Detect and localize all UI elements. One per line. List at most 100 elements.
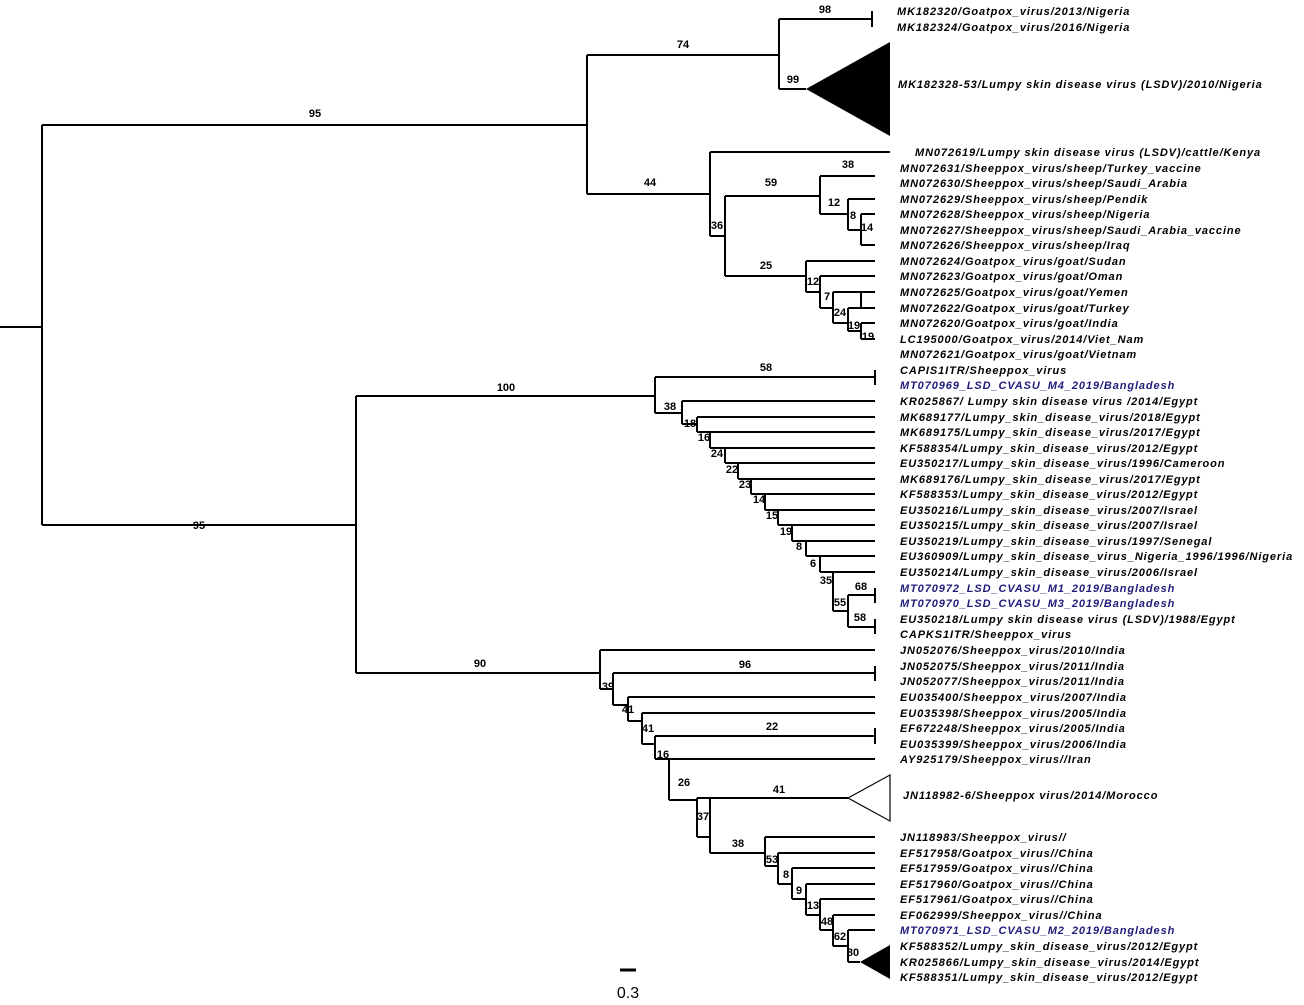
- leaf-label: MN072622/Goatpox_virus/goat/Turkey: [900, 303, 1130, 315]
- leaf-label: KF588351/Lumpy_skin_disease_virus/2012/E…: [900, 972, 1199, 984]
- leaf-label: MK182328-53/Lumpy skin disease virus (LS…: [898, 79, 1263, 91]
- bootstrap-support-value: 55: [834, 597, 846, 609]
- bootstrap-support-value: 80: [847, 947, 859, 959]
- leaf-label: MN072631/Sheeppox_virus/sheep/Turkey_vac…: [900, 163, 1202, 175]
- leaf-label: JN118982-6/Sheeppox virus/2014/Morocco: [903, 790, 1158, 802]
- leaf-label: MN072626/Sheeppox_virus/sheep/Iraq: [900, 240, 1131, 252]
- leaf-label: CAPIS1ITR/Sheeppox_virus: [900, 365, 1067, 377]
- leaf-label: EF517961/Goatpox_virus//China: [900, 894, 1094, 906]
- bootstrap-support-value: 100: [497, 382, 515, 394]
- leaf-label: EU035399/Sheeppox_virus/2006/India: [900, 739, 1127, 751]
- bootstrap-support-value: 99: [787, 74, 799, 86]
- collapsed-clade-lsdv-nigeria: [806, 42, 890, 136]
- bootstrap-support-value: 8: [783, 869, 789, 881]
- bootstrap-support-value: 38: [732, 838, 744, 850]
- bootstrap-support-value: 25: [760, 260, 772, 272]
- bootstrap-support-value: 41: [642, 723, 654, 735]
- leaf-labels: MK182320/Goatpox_virus/2013/NigeriaMK182…: [897, 6, 1293, 984]
- bootstrap-support-value: 95: [193, 520, 205, 532]
- bootstrap-support-value: 19: [780, 526, 792, 538]
- bootstrap-support-value: 26: [678, 777, 690, 789]
- bootstrap-support-value: 35: [820, 575, 832, 587]
- leaf-label-highlighted: MT070971_LSD_CVASU_M2_2019/Bangladesh: [900, 925, 1175, 937]
- leaf-label: MN072627/Sheeppox_virus/sheep/Saudi_Arab…: [900, 225, 1242, 237]
- leaf-label: EU360909/Lumpy_skin_disease_virus_Nigeri…: [900, 551, 1293, 563]
- leaf-label: MN072620/Goatpox_virus/goat/India: [900, 318, 1119, 330]
- leaf-label-highlighted: MT070970_LSD_CVASU_M3_2019/Bangladesh: [900, 598, 1175, 610]
- leaf-label: KR025867/ Lumpy skin disease virus /2014…: [900, 396, 1199, 408]
- leaf-label: EF062999/Sheeppox_virus//China: [900, 910, 1102, 922]
- bootstrap-support-value: 44: [644, 177, 657, 189]
- bootstrap-support-value: 37: [697, 811, 709, 823]
- leaf-label: AY925179/Sheeppox_virus//Iran: [899, 754, 1092, 766]
- bootstrap-support-value: 96: [739, 659, 751, 671]
- leaf-label: CAPKS1ITR/Sheeppox_virus: [900, 629, 1072, 641]
- support-values: 9874999544385912814362512724191958100381…: [193, 4, 874, 959]
- leaf-label: MN072624/Goatpox_virus/goat/Sudan: [900, 256, 1127, 268]
- bootstrap-support-value: 39: [602, 681, 614, 693]
- leaf-label: EF517958/Goatpox_virus//China: [900, 848, 1094, 860]
- bootstrap-support-value: 16: [657, 749, 669, 761]
- scale-bar-label: 0.3: [617, 985, 639, 1002]
- leaf-label: KF588354/Lumpy_skin_disease_virus/2012/E…: [900, 443, 1199, 455]
- leaf-label: MK689177/Lumpy_skin_disease_virus/2018/E…: [900, 412, 1201, 424]
- leaf-label: MK689175/Lumpy_skin_disease_virus/2017/E…: [900, 427, 1201, 439]
- collapsed-clades: [806, 42, 891, 979]
- bootstrap-support-value: 19: [862, 331, 874, 343]
- bootstrap-support-value: 41: [622, 704, 634, 716]
- leaf-label: JN052075/Sheeppox_virus/2011/India: [900, 661, 1125, 673]
- bootstrap-support-value: 62: [834, 931, 846, 943]
- bootstrap-support-value: 38: [842, 159, 854, 171]
- bootstrap-support-value: 90: [474, 658, 486, 670]
- leaf-label: MN072629/Sheeppox_virus/sheep/Pendik: [900, 194, 1148, 206]
- leaf-label: MN072625/Goatpox_virus/goat/Yemen: [900, 287, 1129, 299]
- bootstrap-support-value: 18: [684, 418, 696, 430]
- leaf-label: EF517960/Goatpox_virus//China: [900, 879, 1094, 891]
- bootstrap-support-value: 23: [739, 479, 751, 491]
- leaf-label: EU035398/Sheeppox_virus/2005/India: [900, 708, 1127, 720]
- bootstrap-support-value: 9: [796, 885, 802, 897]
- collapsed-clade-egypt: [860, 945, 890, 979]
- bootstrap-support-value: 16: [698, 432, 710, 444]
- leaf-label: MN072630/Sheeppox_virus/sheep/Saudi_Arab…: [900, 178, 1188, 190]
- bootstrap-support-value: 22: [726, 464, 738, 476]
- bootstrap-support-value: 53: [766, 854, 778, 866]
- leaf-label: EU035400/Sheeppox_virus/2007/India: [900, 692, 1127, 704]
- bootstrap-support-value: 74: [677, 39, 690, 51]
- leaf-label-highlighted: MT070969_LSD_CVASU_M4_2019/Bangladesh: [900, 380, 1175, 392]
- leaf-label: EF517959/Goatpox_virus//China: [900, 863, 1094, 875]
- bootstrap-support-value: 95: [309, 108, 321, 120]
- bootstrap-support-value: 14: [753, 494, 766, 506]
- leaf-label: LC195000/Goatpox_virus/2014/Viet_Nam: [900, 334, 1144, 346]
- bootstrap-support-value: 8: [850, 210, 856, 222]
- leaf-label: MK182324/Goatpox_virus/2016/Nigeria: [897, 22, 1130, 34]
- leaf-label: KR025866/Lumpy_skin_disease_virus/2014/E…: [900, 957, 1200, 969]
- bootstrap-support-value: 24: [711, 448, 724, 460]
- leaf-label: MN072623/Goatpox_virus/goat/Oman: [900, 271, 1123, 283]
- bootstrap-support-value: 98: [819, 4, 831, 16]
- bootstrap-support-value: 22: [766, 721, 778, 733]
- leaf-label: EF672248/Sheeppox_virus/2005/India: [900, 723, 1126, 735]
- leaf-label: EU350218/Lumpy skin disease virus (LSDV)…: [900, 614, 1236, 626]
- leaf-label: EU350217/Lumpy_skin_disease_virus/1996/C…: [900, 458, 1225, 470]
- bootstrap-support-value: 12: [828, 197, 840, 209]
- bootstrap-support-value: 68: [855, 581, 867, 593]
- bootstrap-support-value: 59: [765, 177, 777, 189]
- bootstrap-support-value: 7: [824, 291, 830, 303]
- leaf-label: JN052076/Sheeppox_virus/2010/India: [900, 645, 1126, 657]
- bootstrap-support-value: 41: [773, 784, 785, 796]
- leaf-label: KF588353/Lumpy_skin_disease_virus/2012/E…: [900, 489, 1199, 501]
- bootstrap-support-value: 15: [766, 510, 778, 522]
- bootstrap-support-value: 14: [861, 222, 874, 234]
- leaf-label: MN072628/Sheeppox_virus/sheep/Nigeria: [900, 209, 1150, 221]
- bootstrap-support-value: 13: [807, 900, 819, 912]
- bootstrap-support-value: 8: [796, 541, 802, 553]
- leaf-label: MN072619/Lumpy skin disease virus (LSDV)…: [915, 147, 1261, 159]
- bootstrap-support-value: 58: [854, 612, 866, 624]
- leaf-label: MN072621/Goatpox_virus/goat/Vietnam: [900, 349, 1137, 361]
- bootstrap-support-value: 24: [834, 307, 847, 319]
- bootstrap-support-value: 19: [848, 320, 860, 332]
- scale-bar: 0.3: [617, 968, 639, 1002]
- leaf-label-highlighted: MT070972_LSD_CVASU_M1_2019/Bangladesh: [900, 583, 1175, 595]
